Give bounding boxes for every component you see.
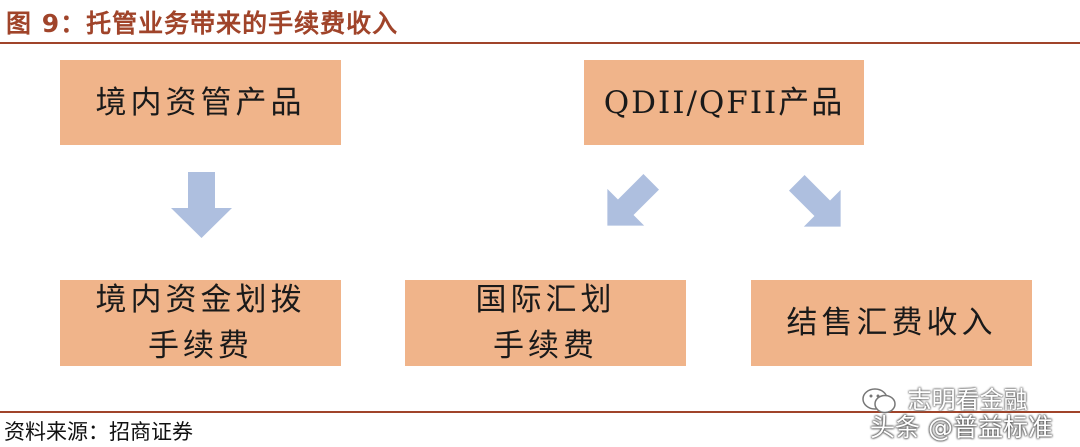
box-intl-transfer-fee: 国际汇划 手续费 (405, 280, 686, 366)
down-left-arrow-icon (607, 174, 659, 226)
box-intl-transfer-line2: 手续费 (493, 328, 598, 364)
footer-divider (0, 411, 1080, 413)
watermark-line1: 志明看金融 (907, 386, 1028, 414)
title-divider (0, 42, 1080, 44)
box-intl-transfer-line1: 国际汇划 (475, 282, 616, 318)
watermark-toutiao: 头条 @普益标准 (870, 413, 1053, 442)
box-fx-income-label: 结售汇费收入 (786, 305, 997, 341)
down-right-arrow-icon (789, 175, 841, 227)
box-domestic-product: 境内资管产品 (60, 60, 341, 145)
down-arrow-icon (171, 172, 232, 238)
box-qdii-product-label: QDII/QFII产品 (603, 84, 845, 121)
wechat-icon (862, 388, 896, 414)
box-domestic-transfer-fee: 境内资金划拨 手续费 (60, 280, 341, 366)
box-domestic-product-label: 境内资管产品 (95, 84, 306, 121)
box-domestic-transfer-line1: 境内资金划拨 (95, 282, 306, 318)
source-note: 资料来源：招商证券 (4, 420, 193, 444)
watermark-account: 志明看金融 (862, 380, 1028, 415)
figure-title: 图 9：托管业务带来的手续费收入 (6, 9, 399, 38)
box-fx-income: 结售汇费收入 (751, 280, 1032, 366)
box-qdii-product: QDII/QFII产品 (584, 60, 864, 145)
box-domestic-transfer-line2: 手续费 (148, 328, 253, 364)
